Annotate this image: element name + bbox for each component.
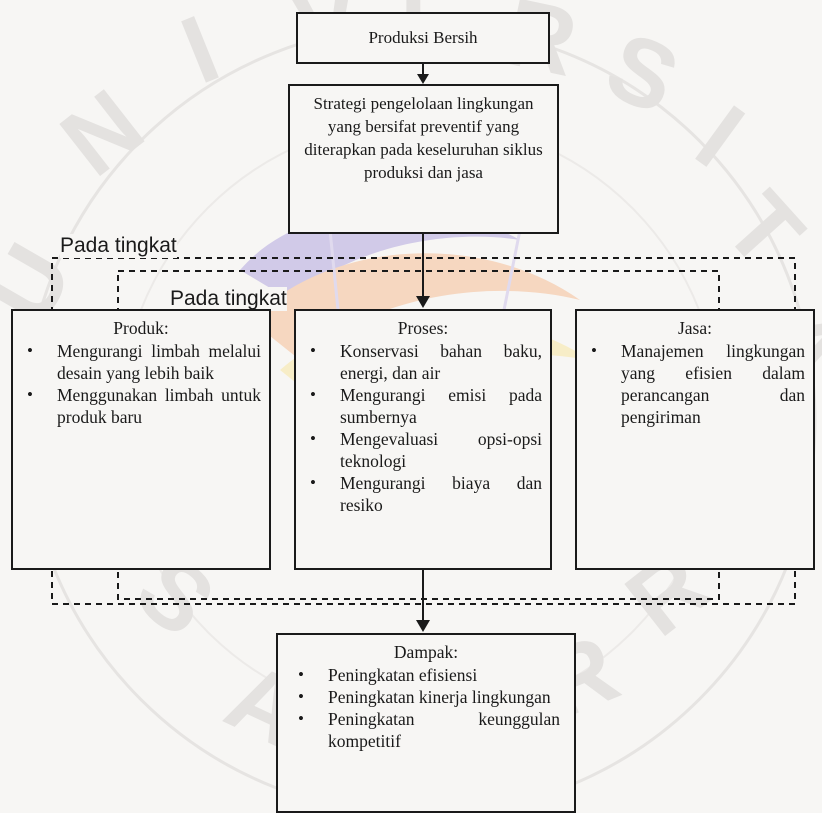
dampak-heading: Dampak: xyxy=(393,642,459,662)
list-item: Peningkatan kinerja lingkungan xyxy=(292,686,560,708)
produk-list: Mengurangi limbah melalui desain yang le… xyxy=(21,340,261,428)
list-item: Mengurangi emisi pada sumbernya xyxy=(304,384,542,428)
list-item: Manajemen lingkungan yang efisien dalam … xyxy=(585,340,805,428)
list-item: Mengurangi biaya dan resiko xyxy=(304,472,542,516)
outer-level-label: Pada tingkat xyxy=(60,234,177,258)
proses-box: Proses: Konservasi bahan baku, energi, d… xyxy=(294,309,552,570)
produksi-bersih-text: Produksi Bersih xyxy=(368,28,478,47)
dampak-list: Peningkatan efisiensi Peningkatan kinerj… xyxy=(292,664,560,752)
arrow-3 xyxy=(416,620,430,632)
proses-heading: Proses: xyxy=(397,318,449,338)
list-item: Mengevaluasi opsi-opsi teknologi xyxy=(304,428,542,472)
list-item: Mengurangi limbah melalui desain yang le… xyxy=(21,340,261,384)
list-item: Konservasi bahan baku, energi, dan air xyxy=(304,340,542,384)
arrow-1 xyxy=(417,74,429,84)
produksi-bersih-box: Produksi Bersih xyxy=(296,12,550,64)
list-item: Menggunakan limbah untuk produk baru xyxy=(21,384,261,428)
arrow-2 xyxy=(416,296,430,308)
strategy-box: Strategi pengelolaan lingkungan yang ber… xyxy=(288,84,559,234)
jasa-heading: Jasa: xyxy=(677,318,713,338)
dampak-box: Dampak: Peningkatan efisiensi Peningkata… xyxy=(276,633,576,813)
produk-box: Produk: Mengurangi limbah melalui desain… xyxy=(11,309,271,570)
jasa-list: Manajemen lingkungan yang efisien dalam … xyxy=(585,340,805,428)
inner-level-label: Pada tingkat xyxy=(170,287,287,311)
jasa-box: Jasa: Manajemen lingkungan yang efisien … xyxy=(575,309,815,570)
strategy-text: Strategi pengelolaan lingkungan yang ber… xyxy=(304,94,543,182)
produk-heading: Produk: xyxy=(113,318,169,338)
proses-list: Konservasi bahan baku, energi, dan air M… xyxy=(304,340,542,516)
list-item: Peningkatan efisiensi xyxy=(292,664,560,686)
list-item: Peningkatan keunggulan kompetitif xyxy=(292,708,560,752)
